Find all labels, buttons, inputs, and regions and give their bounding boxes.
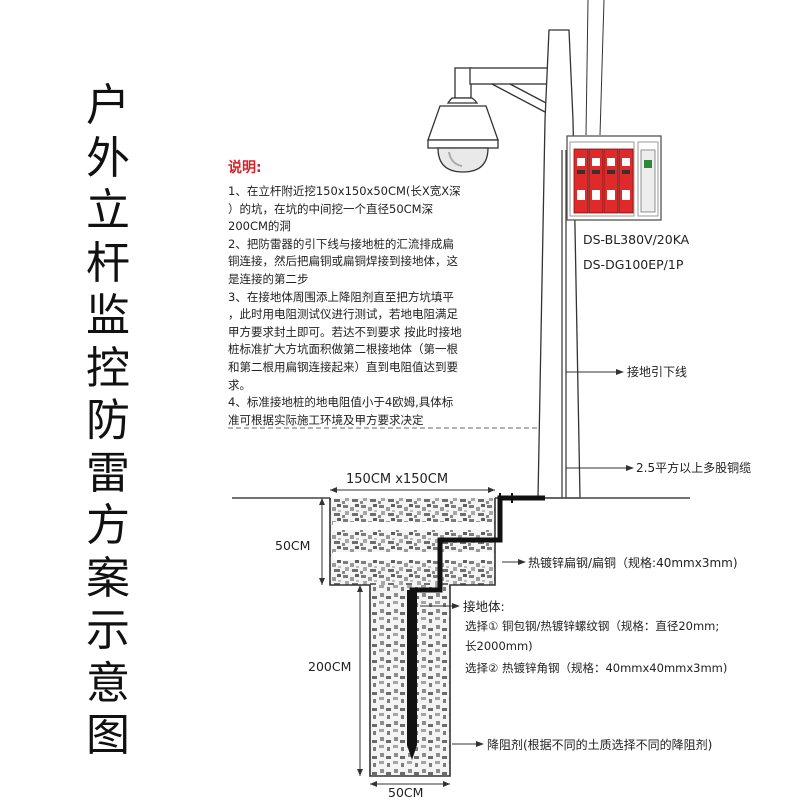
notes-line: 4、标准接地桩的地电阻值小于4欧姆,具体标	[228, 395, 454, 410]
pole	[537, 0, 605, 499]
vertical-title: 户外立杆监控防雷方案示意图	[78, 80, 138, 763]
label-resistance-agent: 降阻剂(根据不同的土质选择不同的降阻剂)	[487, 737, 712, 752]
notes-panel: 说明: 1、在立杆附近挖150x150x50CM(长X宽X深 ）的坑，在坑的中间挖…	[228, 157, 528, 429]
title-char: 案	[86, 552, 130, 604]
title-char: 外	[86, 132, 130, 184]
label-hole-width: 50CM	[388, 785, 423, 800]
title-char: 图	[86, 710, 130, 761]
notes-heading: 说明:	[228, 160, 262, 176]
label-pit-depth: 50CM	[275, 538, 310, 553]
label-option1-line1: 选择① 铜包钢/热镀锌螺纹钢（规格：直径20mm;	[465, 619, 719, 633]
notes-line: 求。	[228, 377, 251, 392]
notes-line: 铜连接，然后把扁铜或扁铜焊接到接地体，这	[228, 254, 458, 269]
title-char: 防	[86, 395, 130, 446]
notes-line: 200CM的洞	[228, 219, 291, 234]
notes-body: 1、在立杆附近挖150x150x50CM(长X宽X深 ）的坑，在坑的中间挖一个直径…	[228, 183, 528, 429]
ground-rod	[407, 590, 417, 760]
title-char: 意	[86, 657, 130, 709]
notes-line: 3、在接地体周围添上降阻剂直至把方坑填平	[228, 289, 454, 304]
label-cable: 2.5平方以上多股铜缆	[636, 460, 751, 475]
title-char: 方	[86, 500, 130, 551]
notes-line: 和第二根用扁钢连接起来）直到电阻值达到要	[228, 359, 458, 374]
notes-line: 甲方要求封土即可。若达不到要求 按此时接地	[228, 324, 462, 339]
title-char: 示	[86, 605, 130, 656]
title-char: 雷	[86, 447, 130, 499]
label-flat-steel: 热镀锌扁钢/扁铜（规格:40mmx3mm)	[528, 555, 738, 570]
title-char: 控	[86, 342, 130, 394]
title-char: 监	[86, 290, 130, 341]
label-ground-body: 接地体:	[463, 599, 505, 614]
notes-line: ，此时用电阻测试仪进行测试，若地电阻满足	[228, 307, 458, 322]
notes-line: ）的坑，在坑的中间挖一个直径50CM深	[228, 201, 434, 216]
label-option1-line2: 长2000mm)	[465, 639, 533, 653]
title-char: 户	[86, 80, 130, 131]
title-char: 立	[86, 185, 130, 236]
device-model-2: DS-DG100EP/1P	[583, 257, 684, 272]
notes-line: 准可根据实际施工环境及甲方要求决定	[228, 412, 424, 427]
label-hole-depth: 200CM	[308, 659, 351, 674]
label-option2: 选择② 热镀锌角钢（规格：40mmx40mmx3mm)	[465, 661, 727, 675]
label-down-lead: 接地引下线	[627, 364, 687, 379]
ptz-camera	[427, 67, 551, 173]
device-model-1: DS-BL380V/20KA	[583, 232, 690, 247]
notes-line: 桩标准扩大方坑面积做第二根接地体（第一根	[228, 342, 458, 357]
surge-protector-device	[566, 135, 662, 221]
notes-line: 是连接的第二步	[228, 271, 309, 286]
title-char: 杆	[86, 237, 130, 289]
notes-line: 2、把防雷器的引下线与接地桩的汇流排成扁	[228, 236, 454, 251]
label-pit-size: 150CM x150CM	[346, 472, 448, 487]
notes-line: 1、在立杆附近挖150x150x50CM(长X宽X深	[228, 184, 461, 198]
